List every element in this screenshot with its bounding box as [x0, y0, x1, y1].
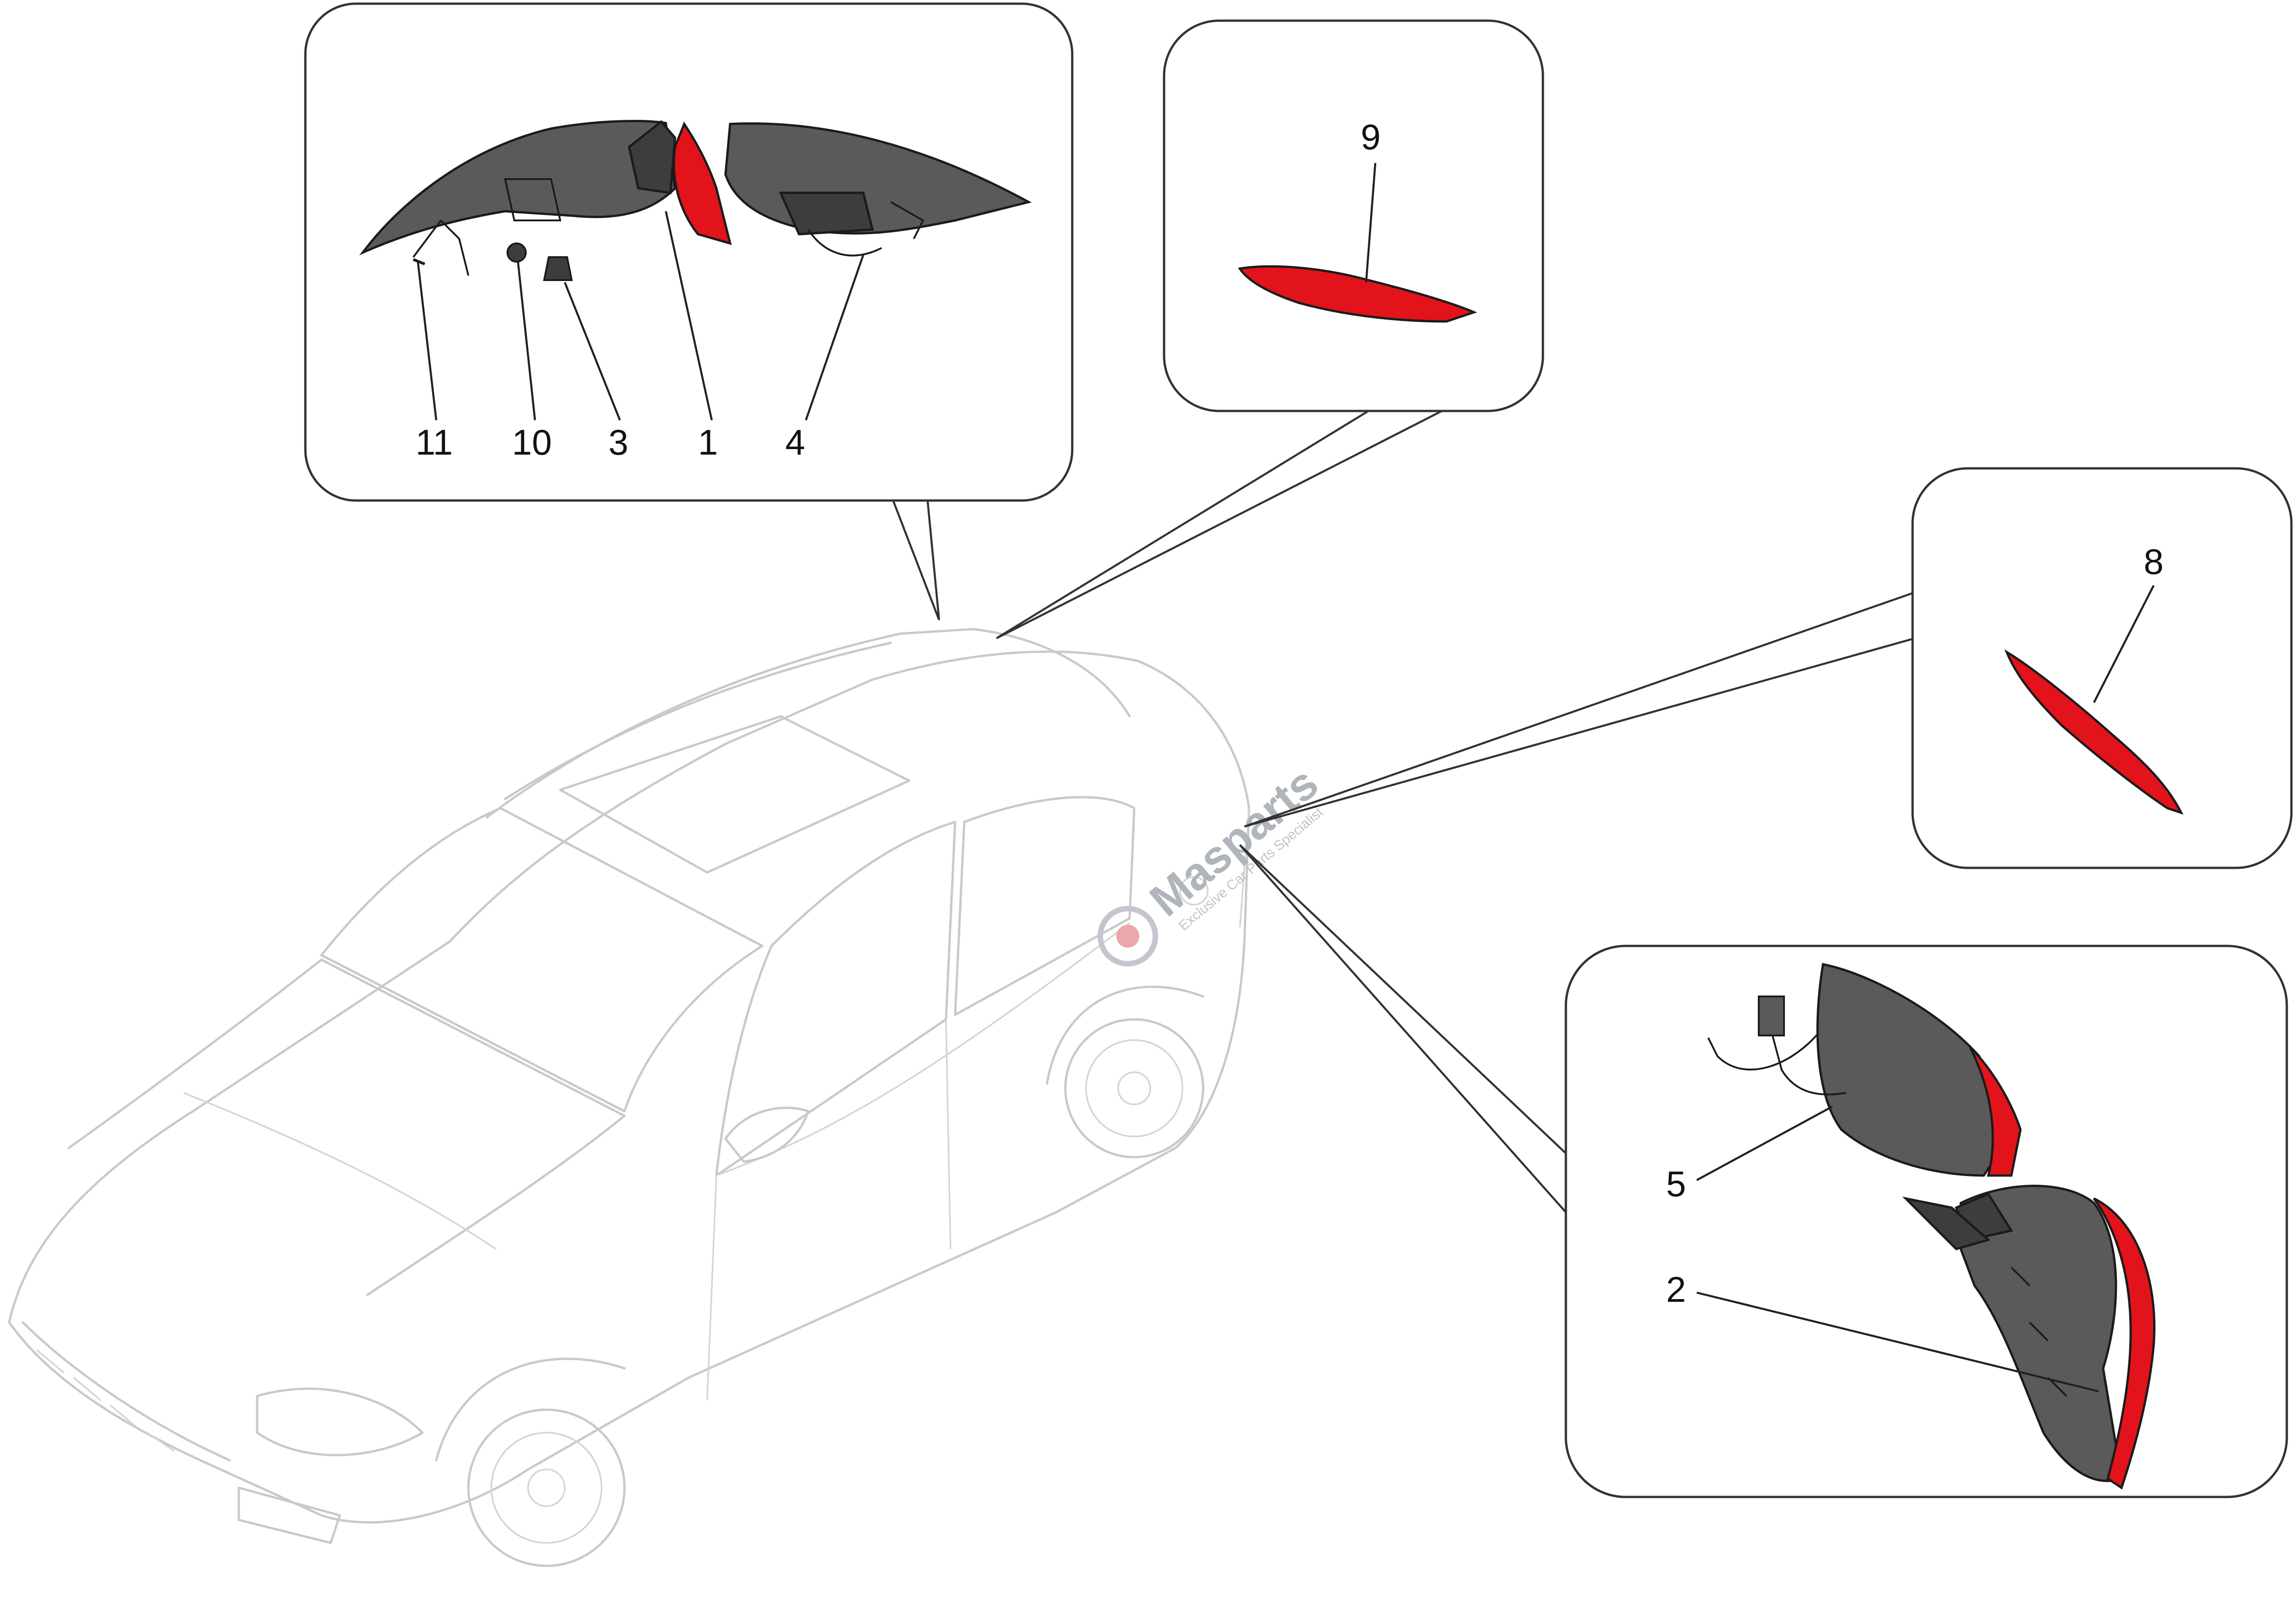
panel-rear-lamp-assembly: 11 10 3 1 4 — [304, 2, 1074, 502]
callout-8: 8 — [2144, 541, 2163, 582]
leader-9 — [1365, 163, 1377, 283]
pointer-top-left — [892, 500, 940, 620]
leader-8 — [2093, 585, 2155, 703]
callout-5: 5 — [1666, 1164, 1686, 1204]
panel-bumper-reflector-right: 8 — [1911, 467, 2293, 869]
callout-2: 2 — [1666, 1269, 1686, 1310]
pointer-bottom-right — [1239, 844, 1581, 1213]
leader-1 — [664, 211, 713, 421]
leader-3 — [563, 282, 621, 421]
watermark-logo-icon — [1097, 906, 1159, 967]
pointer-top-middle — [996, 410, 1443, 640]
leader-2 — [1696, 1291, 2099, 1393]
leader-10 — [517, 261, 536, 421]
lamp-lens-part-2 — [2093, 1197, 2155, 1490]
car-outline — [8, 628, 1250, 1567]
reflector-part-8 — [2004, 649, 2183, 815]
panel-tail-lamp-right: 5 2 — [1564, 945, 2288, 1498]
lamp-lens-part — [673, 121, 732, 245]
reflector-part-9 — [1238, 265, 1478, 323]
grommet-part — [506, 242, 527, 263]
bulb-holder-part — [543, 256, 573, 281]
watermark: Masparts Exclusive Car Parts Specialist — [1097, 757, 1328, 967]
panel-bumper-reflector-left: 9 — [1163, 19, 1544, 412]
callout-1: 1 — [698, 422, 718, 462]
lamp-housing-part — [359, 120, 676, 256]
leader-11 — [416, 261, 438, 421]
callout-4: 4 — [785, 422, 805, 462]
callout-9: 9 — [1361, 117, 1380, 157]
leader-5 — [1696, 1106, 1833, 1181]
panel-pointers — [892, 410, 1915, 1213]
callout-10: 10 — [512, 422, 552, 462]
lamp-housing-part-5 — [1816, 963, 2013, 1177]
callout-3: 3 — [608, 422, 628, 462]
pointer-right — [1244, 591, 1915, 828]
callout-11: 11 — [416, 422, 453, 462]
leader-4 — [805, 254, 865, 421]
